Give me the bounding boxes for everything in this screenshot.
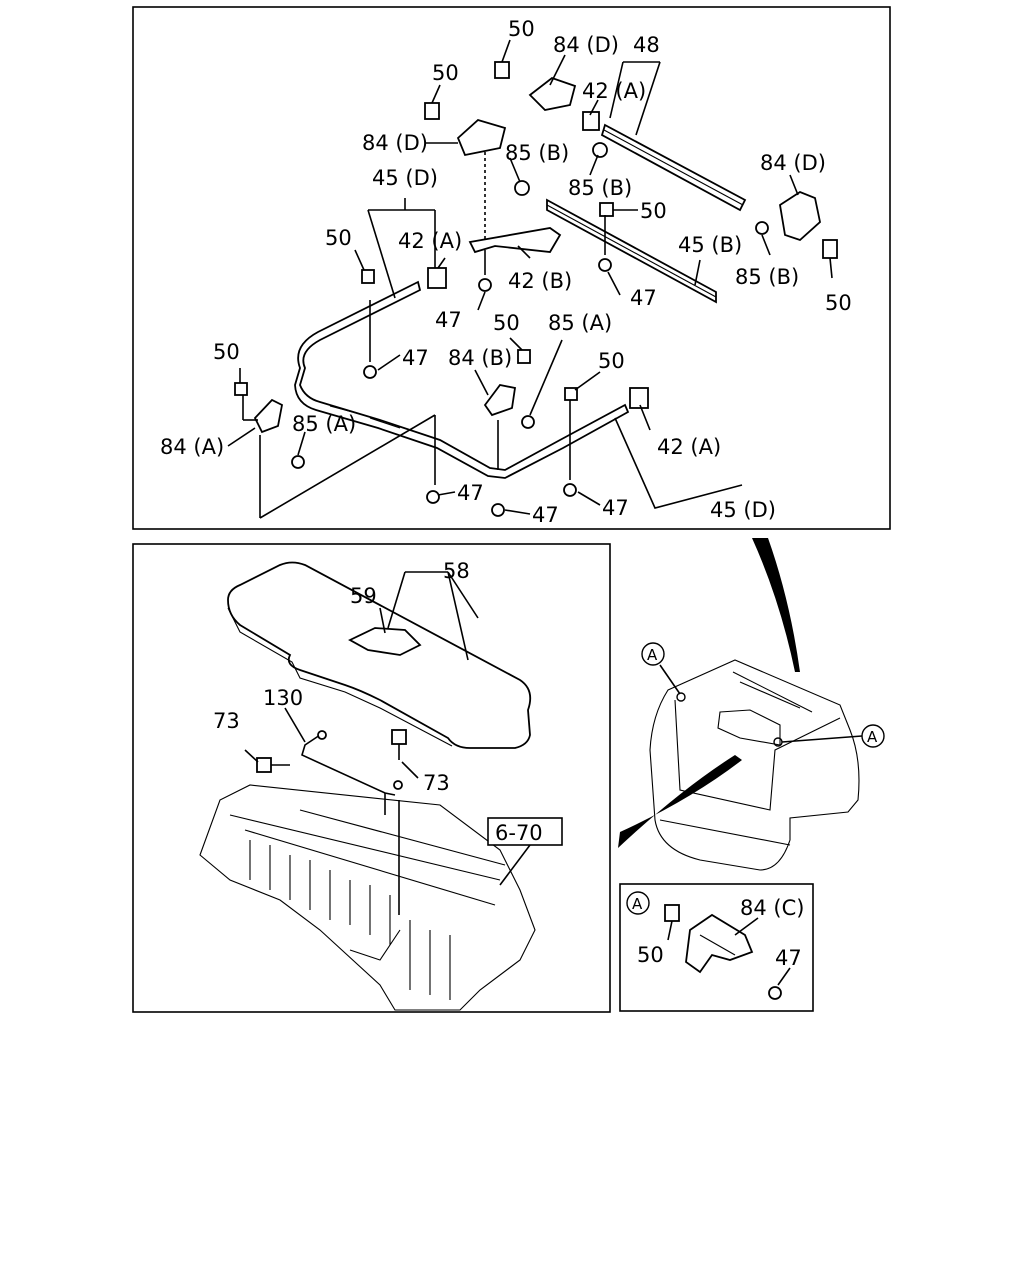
top-assembly-drawing	[227, 39, 838, 519]
label-50-f: 50	[493, 311, 520, 335]
label-84b: 84 (B)	[448, 346, 512, 370]
label-85b-c: 85 (B)	[735, 265, 799, 289]
reference-box-text: 6-70	[495, 821, 543, 845]
label-85b-b: 85 (B)	[568, 176, 632, 200]
label-47-b: 47	[630, 286, 657, 310]
label-50-b: 50	[432, 61, 459, 85]
label-47-a: 47	[435, 308, 462, 332]
detail-a-callout: A	[632, 895, 643, 913]
callout-a-right: A	[867, 728, 878, 746]
label-45b: 45 (B)	[678, 233, 742, 257]
detail-a-callout-circle	[626, 891, 650, 915]
label-50-g: 50	[598, 349, 625, 373]
label-50-c: 50	[640, 199, 667, 223]
callout-circle-a-left	[641, 642, 665, 666]
label-73-a: 73	[213, 709, 240, 733]
label-45d-a: 45 (D)	[372, 166, 438, 190]
label-73-b: 73	[423, 771, 450, 795]
label-84d-c: 84 (D)	[760, 151, 826, 175]
tray-assembly-drawing	[199, 561, 536, 1011]
label-84c: 84 (C)	[740, 896, 804, 920]
label-130: 130	[263, 686, 303, 710]
label-48: 48	[633, 33, 660, 57]
reference-box	[487, 817, 563, 846]
vehicle-rear-drawing: A A	[618, 538, 885, 871]
detail-a-drawing: A 84 (C) 50 47	[626, 891, 804, 1000]
label-45d-b: 45 (D)	[710, 498, 776, 522]
label-47-detail: 47	[775, 946, 802, 970]
label-59: 59	[350, 584, 377, 608]
label-47-e: 47	[532, 503, 559, 527]
callout-a-left: A	[647, 646, 658, 664]
bottom-left-panel-frame	[132, 543, 611, 1013]
label-85a-b: 85 (A)	[292, 412, 356, 436]
top-panel-labels: 50 84 (D) 48 42 (A) 50 84 (D) 85 (B) 85 …	[160, 17, 852, 527]
label-85a-a: 85 (A)	[548, 311, 612, 335]
label-42a-b: 42 (A)	[398, 229, 462, 253]
label-85b-a: 85 (B)	[505, 141, 569, 165]
callout-circle-a-right	[861, 724, 885, 748]
top-panel-frame	[132, 6, 891, 530]
label-50-d: 50	[325, 226, 352, 250]
label-50-e: 50	[825, 291, 852, 315]
label-42a-a: 42 (A)	[582, 79, 646, 103]
label-58: 58	[443, 559, 470, 583]
label-84a: 84 (A)	[160, 435, 224, 459]
label-47-c: 47	[402, 346, 429, 370]
label-47-f: 47	[602, 496, 629, 520]
label-47-d: 47	[457, 481, 484, 505]
label-42b: 42 (B)	[508, 269, 572, 293]
bottom-left-labels: 58 59 130 73 73 6-70	[213, 559, 563, 846]
label-84d-b: 84 (D)	[362, 131, 428, 155]
label-50-h: 50	[213, 340, 240, 364]
label-50-detail: 50	[637, 943, 664, 967]
label-42a-c: 42 (A)	[657, 435, 721, 459]
detail-a-panel-frame	[619, 883, 814, 1012]
label-84d-a: 84 (D)	[553, 33, 619, 57]
label-50-a: 50	[508, 17, 535, 41]
